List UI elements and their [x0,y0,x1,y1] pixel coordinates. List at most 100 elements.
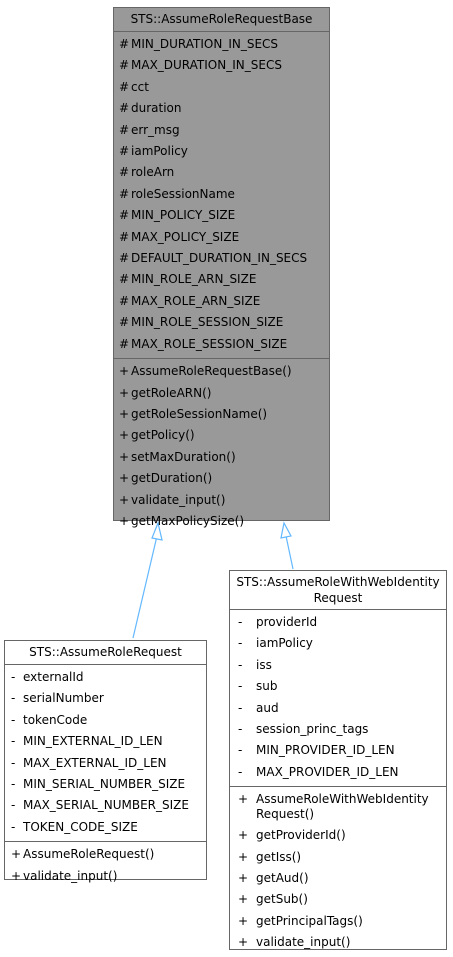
method-row[interactable]: +setMaxDuration() [114,447,329,468]
method-row[interactable]: +validate_input() [114,490,329,511]
attribute-row[interactable]: #MIN_DURATION_IN_SECS [114,34,329,55]
visibility-marker: + [119,406,130,421]
attribute-row[interactable]: #iamPolicy [114,141,329,162]
visibility-marker: - [238,657,243,672]
attribute-name: iss [256,657,272,672]
attribute-row[interactable]: #err_msg [114,120,329,141]
attribute-row[interactable]: #DEFAULT_DURATION_IN_SECS [114,248,329,269]
method-row[interactable]: +getPrincipalTags() [230,911,446,932]
attribute-row[interactable]: -TOKEN_CODE_SIZE [5,817,206,838]
method-row[interactable]: +getProviderId() [230,825,446,846]
visibility-marker: # [119,251,130,266]
visibility-marker: + [11,868,22,883]
method-row[interactable]: +getPolicy() [114,425,329,446]
visibility-marker: - [11,755,16,770]
method-row[interactable]: +getRoleSessionName() [114,404,329,425]
visibility-marker: + [238,871,249,886]
attribute-row[interactable]: -session_princ_tags [230,719,446,740]
method-name: validate_input() [131,492,226,507]
visibility-marker: # [119,79,130,94]
method-row[interactable]: +getIss() [230,847,446,868]
method-name: AssumeRoleRequest() [23,847,155,862]
method-row[interactable]: +getRoleARN() [114,383,329,404]
method-row[interactable]: + getAud() [230,868,446,889]
method-name: validate_input() [23,868,118,883]
class-assume-role-request[interactable]: STS::AssumeRoleRequest -externalId-seria… [4,640,207,883]
attribute-row[interactable]: -MAX_EXTERNAL_ID_LEN [5,753,206,774]
visibility-marker: + [238,849,249,864]
attribute-name: MAX_DURATION_IN_SECS [131,58,282,73]
edge-left-to-base [132,535,158,639]
attribute-row[interactable]: #MAX_ROLE_ARN_SIZE [114,291,329,312]
attribute-row[interactable]: #MAX_ROLE_SESSION_SIZE [114,334,329,355]
attribute-row[interactable]: #roleArn [114,162,329,183]
attribute-row[interactable]: -MIN_EXTERNAL_ID_LEN [5,731,206,752]
attribute-row[interactable]: -externalId [5,667,206,688]
attribute-row[interactable]: -sub [230,676,446,697]
method-row[interactable]: +getDuration() [114,468,329,489]
visibility-marker: # [119,293,130,308]
attribute-row[interactable]: #MAX_POLICY_SIZE [114,227,329,248]
method-row[interactable]: +getSub() [230,889,446,910]
attribute-name: roleArn [131,165,175,180]
method-name: getSub() [256,892,308,907]
attribute-name: sub [256,679,278,694]
visibility-marker: - [238,722,243,737]
attribute-name: MIN_PROVIDER_ID_LEN [256,743,395,758]
method-name: getRoleARN() [131,385,212,400]
method-name: getPolicy() [131,428,195,443]
attribute-row[interactable]: -MAX_PROVIDER_ID_LEN [230,762,446,783]
visibility-marker: - [238,743,243,758]
visibility-marker: # [119,272,130,287]
method-name: setMaxDuration() [131,449,236,464]
attribute-name: MIN_SERIAL_NUMBER_SIZE [23,777,186,792]
visibility-marker: - [11,712,16,727]
method-section: +AssumeRoleRequestBase()+getRoleARN()+ge… [114,358,329,535]
visibility-marker: + [119,428,130,443]
attribute-name: MAX_ROLE_ARN_SIZE [131,293,261,308]
attribute-row[interactable]: -serialNumber [5,688,206,709]
visibility-marker: # [119,101,130,116]
method-row[interactable]: +validate_input() [230,932,446,953]
edge-right-to-base [285,535,294,570]
method-row[interactable]: +AssumeRoleRequest() [5,844,206,865]
attribute-row[interactable]: #cct [114,77,329,98]
attribute-row[interactable]: -MAX_SERIAL_NUMBER_SIZE [5,795,206,816]
attribute-row[interactable]: #MIN_ROLE_SESSION_SIZE [114,312,329,333]
attribute-row[interactable]: #duration [114,98,329,119]
attribute-row[interactable]: -iamPolicy [230,633,446,654]
visibility-marker: - [238,764,243,779]
attribute-name: cct [131,79,149,94]
attribute-name: MAX_EXTERNAL_ID_LEN [23,755,167,770]
visibility-marker: - [11,819,16,834]
method-name: getAud() [256,871,309,886]
class-assume-role-request-base[interactable]: STS::AssumeRoleRequestBase #MIN_DURATION… [113,7,330,528]
attribute-section: #MIN_DURATION_IN_SECS#MAX_DURATION_IN_SE… [114,32,329,358]
visibility-marker: + [238,935,249,950]
attribute-row[interactable]: -MIN_SERIAL_NUMBER_SIZE [5,774,206,795]
attribute-name: MAX_PROVIDER_ID_LEN [256,764,399,779]
method-row[interactable]: +validate_input() [5,866,206,887]
attribute-name: providerId [256,615,318,629]
visibility-marker: # [119,186,130,201]
class-assume-role-with-web-identity-request[interactable]: STS::AssumeRoleWithWebIdentity Request -… [229,570,447,950]
visibility-marker: # [119,229,130,244]
method-section: +AssumeRoleRequest()+validate_input() [5,841,206,890]
visibility-marker: # [119,58,130,73]
method-row[interactable]: +getMaxPolicySize() [114,511,329,532]
attribute-row[interactable]: #MIN_POLICY_SIZE [114,205,329,226]
attribute-row[interactable]: -tokenCode [5,710,206,731]
attribute-row[interactable]: -aud [230,698,446,719]
attribute-row[interactable]: -MIN_PROVIDER_ID_LEN [230,740,446,761]
attribute-row[interactable]: #roleSessionName [114,184,329,205]
visibility-marker: - [11,798,16,813]
class-title-line1: STS::AssumeRoleWithWebIdentity [236,575,440,589]
constructor-line2: Request() [256,807,315,822]
attribute-row[interactable]: -iss [230,655,446,676]
attribute-row[interactable]: #MAX_DURATION_IN_SECS [114,55,329,76]
attribute-row[interactable]: #MIN_ROLE_ARN_SIZE [114,269,329,290]
attribute-name: TOKEN_CODE_SIZE [23,819,138,834]
attribute-row[interactable]: -providerId [230,612,446,633]
method-row[interactable]: +AssumeRoleRequestBase() [114,361,329,382]
